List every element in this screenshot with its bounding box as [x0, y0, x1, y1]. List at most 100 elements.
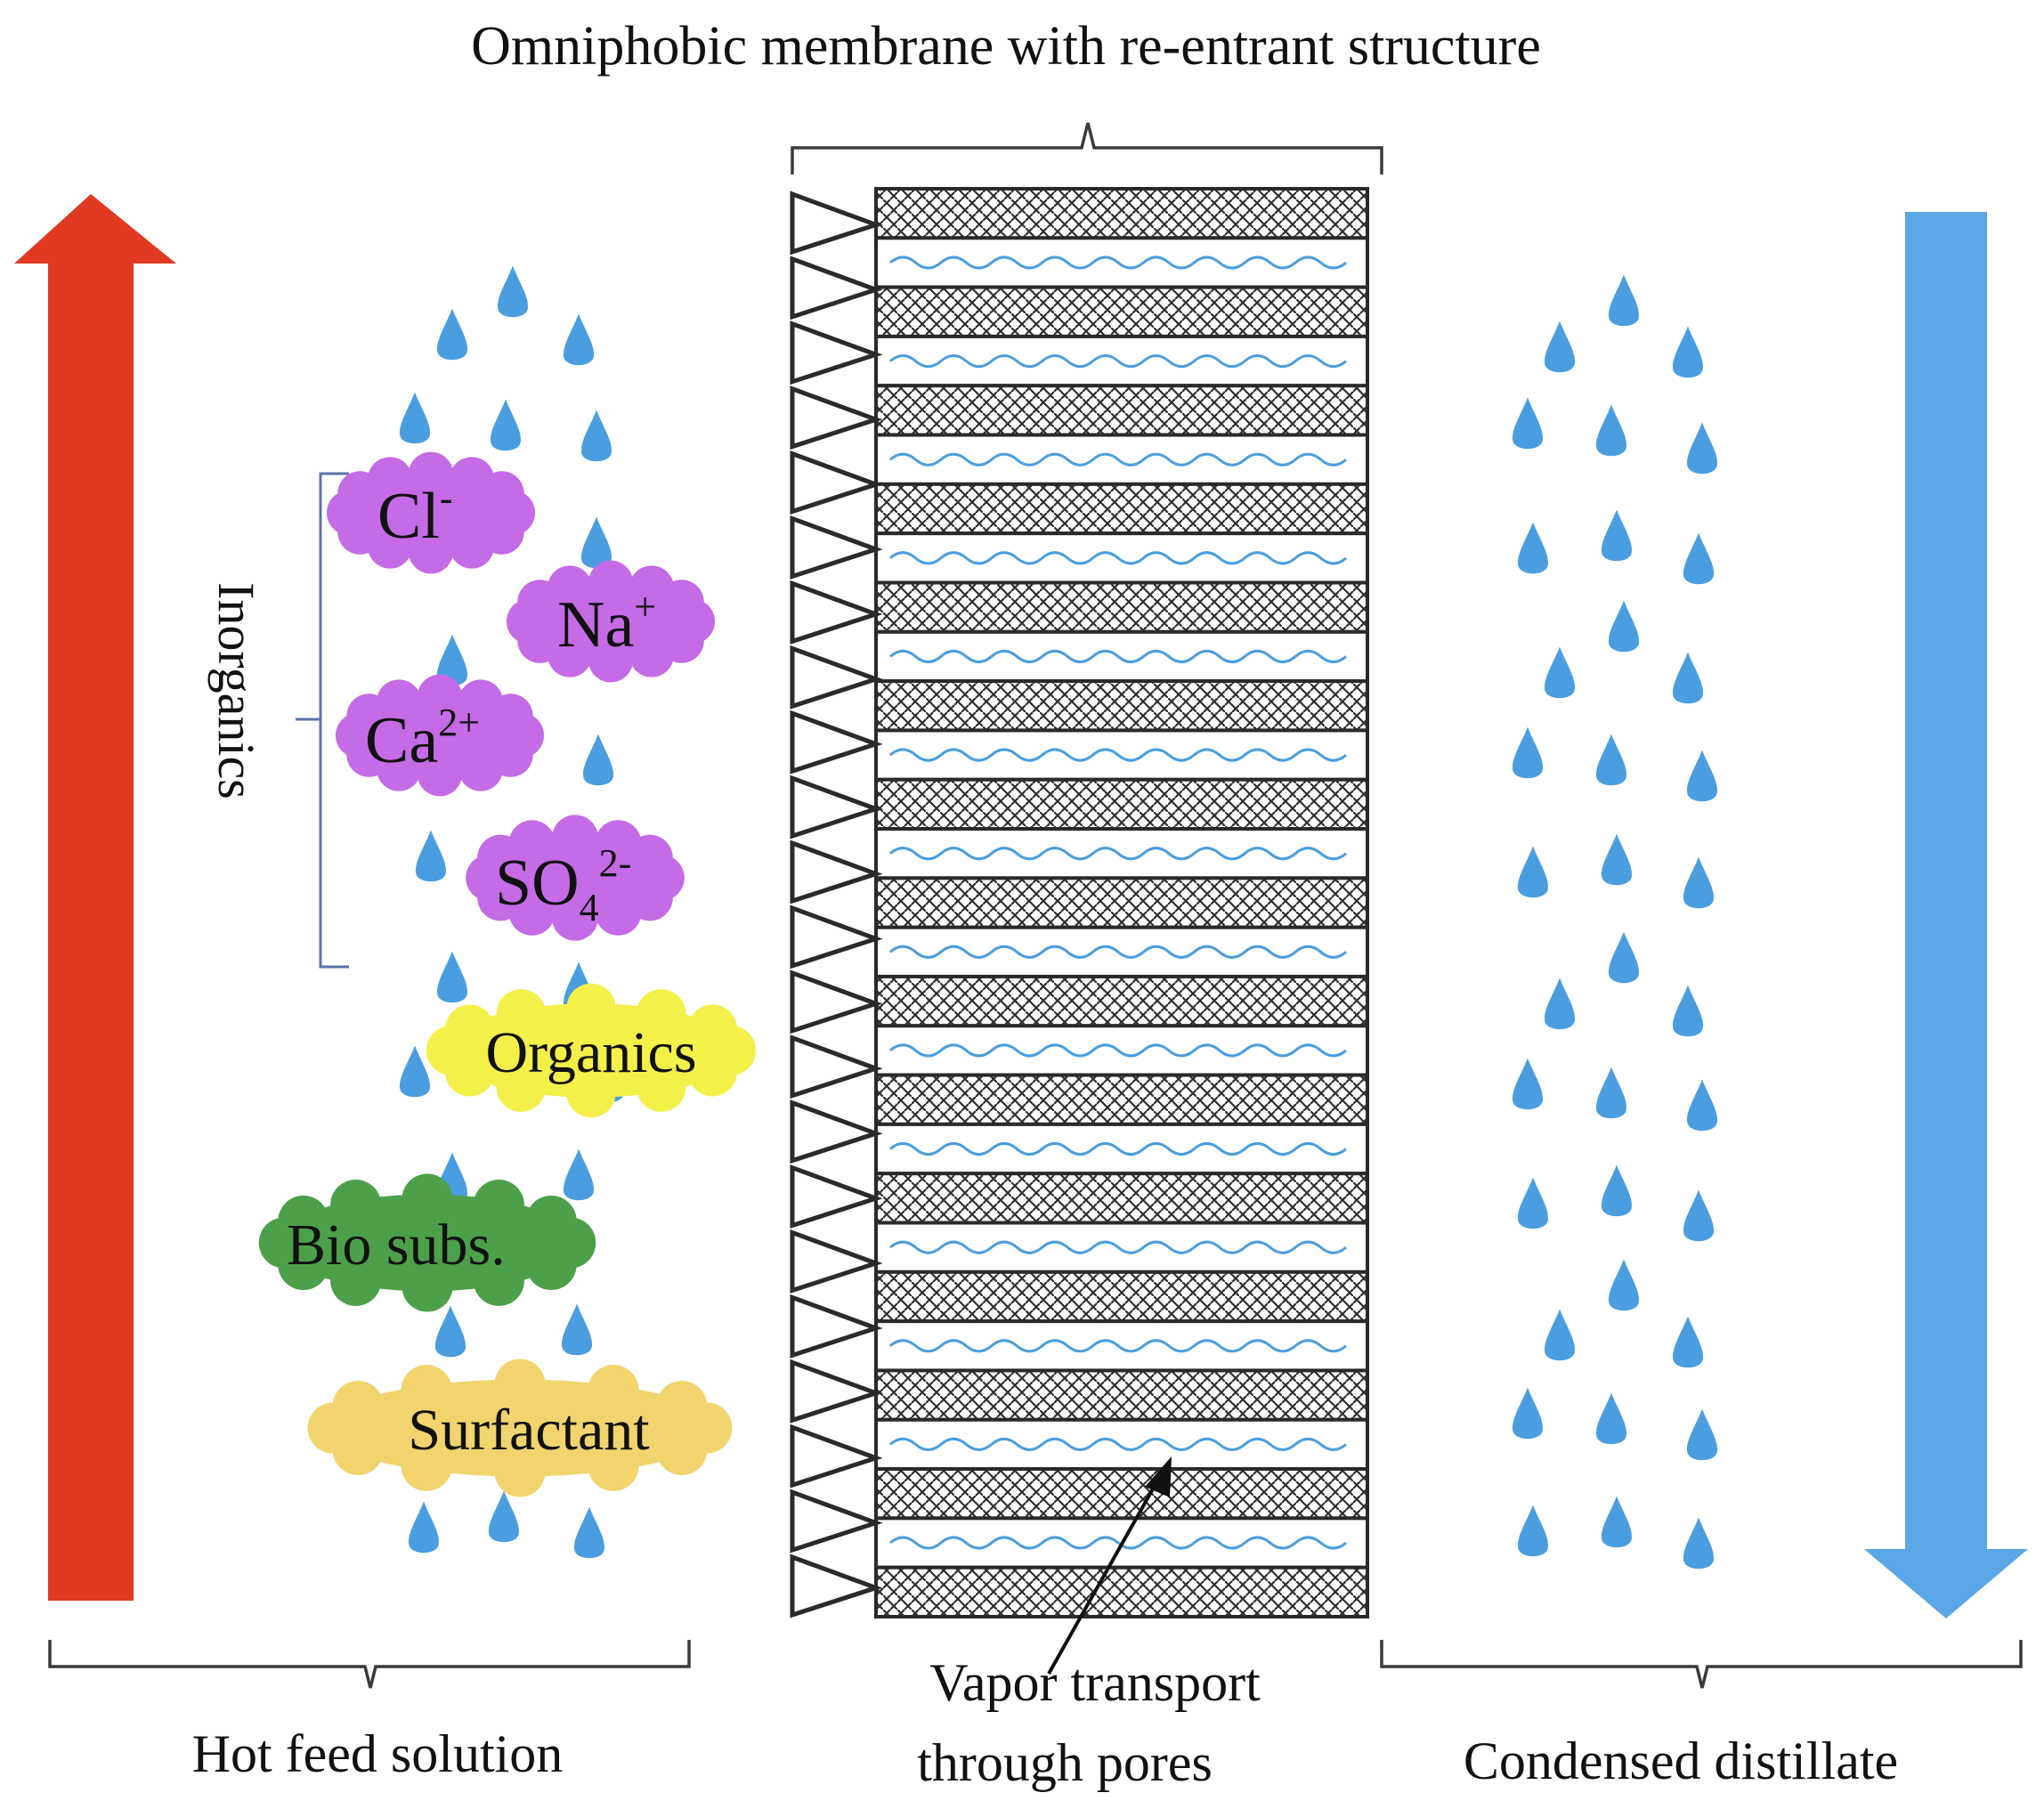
- vapor-wave: [889, 1141, 1347, 1156]
- membrane-solid-layer: [874, 974, 1369, 1028]
- vapor-transport-label-line1: Vapor transport: [929, 1653, 1261, 1712]
- re-entrant-tooth: [790, 775, 883, 840]
- re-entrant-tooth: [790, 450, 883, 515]
- re-entrant-tooth: [790, 710, 883, 775]
- chloride-symbol: Cl: [377, 480, 440, 553]
- vapor-wave: [889, 1536, 1347, 1550]
- re-entrant-tooth: [790, 580, 883, 645]
- water-droplet: [434, 1305, 466, 1358]
- hot-feed-label: Hot feed solution: [192, 1724, 564, 1783]
- bio-substances-label: Bio subs.: [287, 1213, 506, 1278]
- membrane-solid-layer: [874, 1368, 1369, 1422]
- water-droplet: [573, 1506, 605, 1559]
- water-droplet: [1517, 1177, 1549, 1229]
- water-droplet: [436, 951, 468, 1003]
- water-droplet: [1512, 726, 1544, 779]
- organics-label: Organics: [485, 1020, 696, 1085]
- membrane-solid-layer: [874, 384, 1369, 437]
- vapor-wave: [889, 452, 1347, 466]
- water-droplet: [1512, 1387, 1544, 1440]
- water-droplet: [1686, 1408, 1718, 1461]
- svg-text:SO42-: SO42-: [495, 841, 631, 929]
- water-droplet: [1512, 1058, 1544, 1110]
- water-droplet: [561, 1303, 593, 1356]
- water-droplet: [1683, 1517, 1715, 1570]
- membrane-pore-channel: [874, 1024, 1369, 1077]
- condensed-distillate-label: Condensed distillate: [1464, 1732, 1898, 1790]
- vapor-wave: [889, 256, 1347, 270]
- membrane-pore-channel: [874, 728, 1369, 782]
- sulfate-symbol: SO: [495, 847, 580, 920]
- membrane-bracket: [791, 122, 1383, 174]
- water-droplet: [1672, 985, 1704, 1037]
- membrane-pore-channel: [874, 925, 1369, 978]
- membrane-pore-channel: [874, 1122, 1369, 1176]
- omniphobic-membrane: [790, 187, 1369, 1619]
- vapor-wave: [889, 1437, 1347, 1451]
- svg-text:Cl-: Cl-: [377, 476, 453, 553]
- water-droplet: [1595, 404, 1627, 457]
- distillate-arrow: [1864, 212, 2028, 1618]
- organics-cloud: Organics: [426, 983, 757, 1118]
- water-droplet: [1686, 422, 1718, 475]
- vapor-wave: [889, 354, 1347, 369]
- water-droplet: [1512, 397, 1544, 450]
- bio-substances-cloud: Bio subs.: [258, 1173, 596, 1312]
- membrane-solid-layer: [874, 285, 1369, 338]
- water-droplet: [1686, 1079, 1718, 1132]
- vapor-wave: [889, 945, 1347, 959]
- water-droplet: [580, 410, 612, 462]
- sulfate-charge: 2-: [599, 841, 632, 885]
- water-droplet: [1601, 1164, 1633, 1217]
- water-droplet: [1517, 1505, 1549, 1557]
- water-droplet: [1686, 750, 1718, 802]
- vapor-pointer-arrow: [1047, 1456, 1172, 1675]
- water-droplet: [1672, 652, 1704, 704]
- membrane-solid-layer: [874, 187, 1369, 240]
- water-droplet: [1683, 532, 1715, 585]
- water-droplet: [1608, 600, 1640, 653]
- membrane-solid-layer: [874, 1073, 1369, 1126]
- vapor-wave: [889, 1043, 1347, 1058]
- water-droplet: [436, 634, 468, 686]
- re-entrant-tooth: [790, 1359, 883, 1424]
- re-entrant-tooth: [790, 1164, 883, 1229]
- water-droplet: [1595, 1067, 1627, 1119]
- water-droplet: [1544, 646, 1576, 699]
- water-droplet: [1608, 1259, 1640, 1311]
- re-entrant-tooth: [790, 256, 883, 320]
- water-droplet: [1672, 1316, 1704, 1368]
- feed-bracket: [48, 1640, 691, 1689]
- sulfate-subscript: 4: [580, 886, 599, 929]
- water-droplet: [1683, 856, 1715, 909]
- re-entrant-tooth: [790, 1294, 883, 1359]
- water-droplet: [1544, 1309, 1576, 1361]
- membrane-pore-channel: [874, 531, 1369, 585]
- chloride-charge: -: [440, 476, 453, 520]
- water-droplet: [563, 313, 595, 366]
- svg-text:Na+: Na+: [557, 585, 656, 661]
- membrane-solid-layer: [874, 1565, 1369, 1619]
- re-entrant-tooth: [790, 969, 883, 1034]
- surfactant-cloud: Surfactant: [307, 1359, 733, 1497]
- calcium-ion-cloud: Ca2+: [335, 674, 545, 797]
- svg-text:Ca2+: Ca2+: [365, 701, 480, 777]
- membrane-solid-layer: [874, 580, 1369, 634]
- re-entrant-tooth: [790, 1034, 883, 1099]
- membrane-pore-channel: [874, 629, 1369, 684]
- water-droplet: [497, 265, 529, 318]
- water-droplet: [1517, 522, 1549, 574]
- re-entrant-tooth: [790, 191, 883, 256]
- re-entrant-tooth: [790, 320, 883, 385]
- membrane-solid-layer: [874, 482, 1369, 536]
- re-entrant-tooth: [790, 1229, 883, 1294]
- re-entrant-tooth: [790, 904, 883, 969]
- water-droplet: [1601, 1496, 1633, 1548]
- water-droplet: [1601, 509, 1633, 562]
- membrane-solid-layer: [874, 876, 1369, 929]
- sodium-charge: +: [634, 585, 656, 629]
- re-entrant-tooth: [790, 645, 883, 710]
- water-droplet: [1517, 846, 1549, 898]
- water-droplet: [408, 1501, 440, 1553]
